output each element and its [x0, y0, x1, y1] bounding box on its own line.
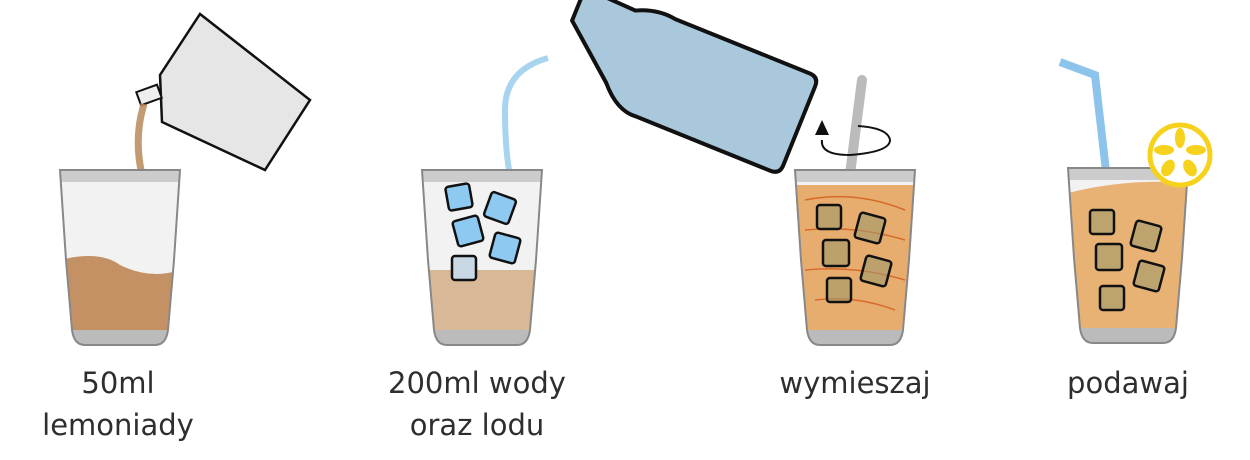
step-1-caption: 50ml lemoniady — [0, 362, 248, 446]
water-stream — [501, 55, 549, 176]
ice-cubes — [815, 203, 893, 304]
step-4-illustration — [1058, 58, 1213, 344]
step-2-amount: 200ml wody — [388, 366, 566, 400]
step-3-illustration — [793, 75, 917, 346]
stir-arrow-icon — [815, 120, 892, 157]
step-2-illustration — [420, 0, 819, 346]
glass-3 — [793, 169, 917, 346]
step-4-action: podawaj — [1067, 366, 1189, 400]
step-1-ingredient: lemoniady — [42, 408, 194, 442]
ice-cubes — [1088, 208, 1166, 312]
bottle-icon — [569, 0, 819, 174]
glass-1 — [58, 169, 182, 346]
glass-4 — [1066, 167, 1190, 344]
step-3-action: wymieszaj — [779, 366, 931, 400]
ice-cubes — [444, 182, 522, 282]
lemon-slice-icon — [1147, 122, 1213, 188]
step-2-ingredient: oraz lodu — [409, 408, 545, 442]
pouch-icon — [134, 12, 312, 172]
glass-2 — [420, 169, 544, 346]
step-4-caption: podawaj — [998, 362, 1250, 404]
step-1-amount: 50ml — [81, 366, 155, 400]
step-2-caption: 200ml wody oraz lodu — [347, 362, 607, 446]
step-3-caption: wymieszaj — [725, 362, 985, 404]
step-1-illustration — [58, 12, 312, 346]
